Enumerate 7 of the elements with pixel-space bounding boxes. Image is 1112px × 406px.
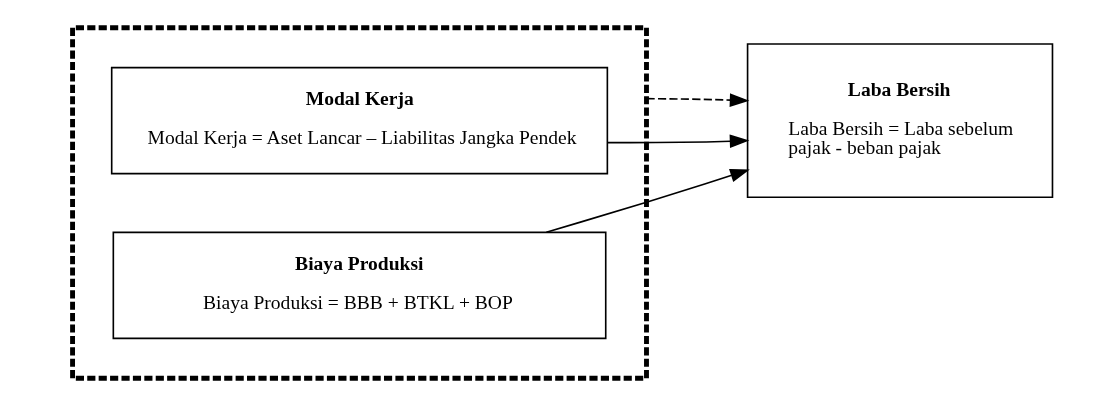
node-box: Biaya Produksi Biaya Produksi = BBB + BTKL + BOP (112, 231, 607, 340)
arrow (545, 169, 750, 234)
node-box: Laba Bersih Laba Bersih = Laba sebelum pajak - beban pajak (746, 43, 1054, 199)
arrow (606, 134, 750, 149)
cluster (70, 25, 649, 381)
node-box: Modal Kerja Modal Kerja = Aset Lancar – Liabilitas Jangka Pendek (110, 66, 609, 175)
arrow (645, 93, 750, 107)
